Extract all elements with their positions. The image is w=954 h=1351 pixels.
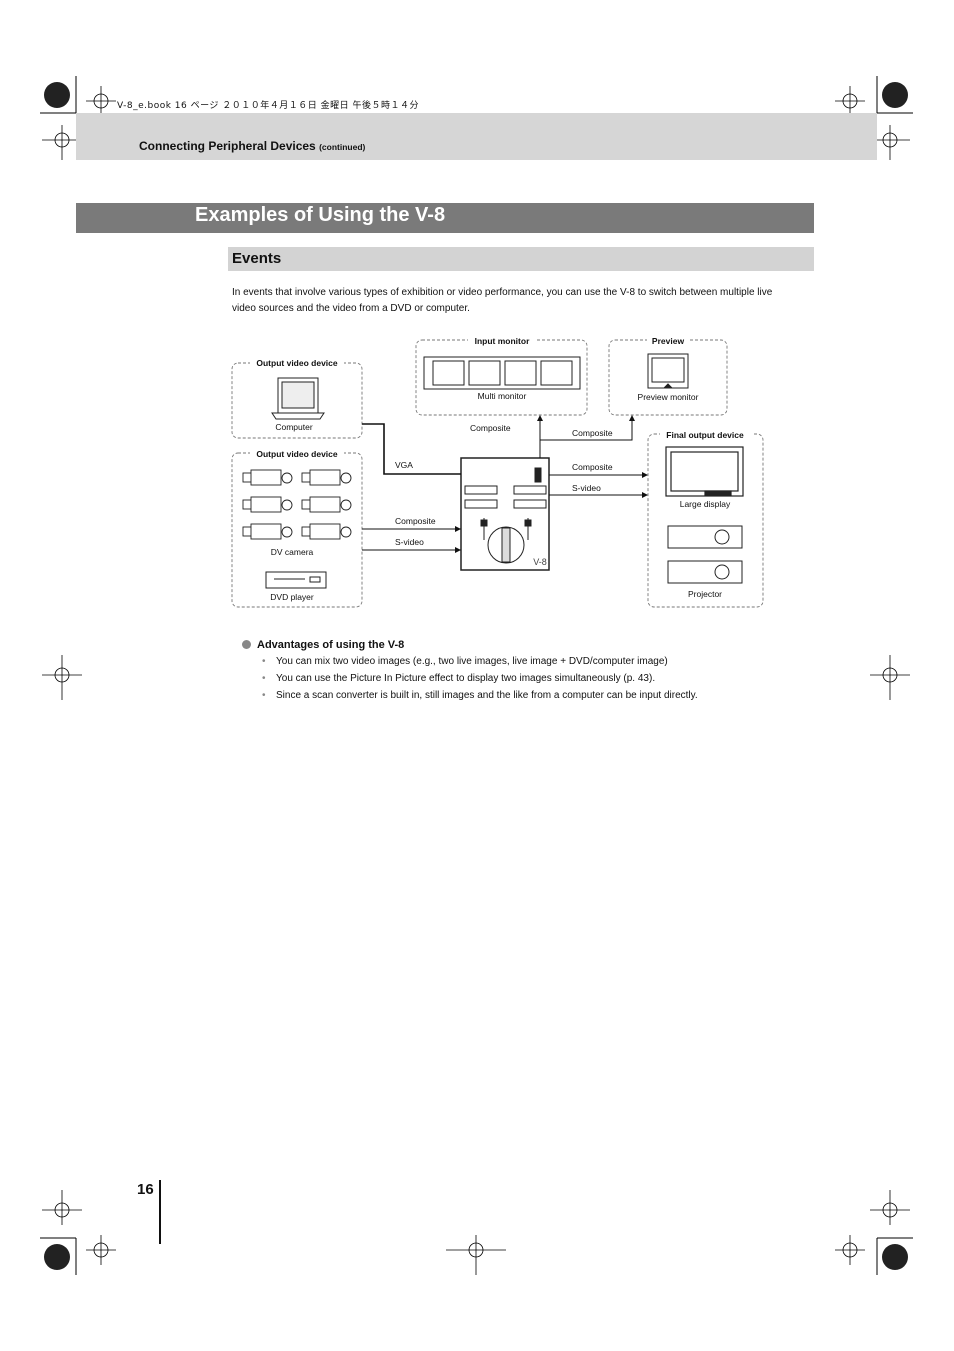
computer-label: Computer: [275, 422, 312, 432]
svideo-in-label: S-video: [395, 537, 424, 547]
connection-diagram: Output video device Output video device …: [231, 333, 764, 608]
dv-camera-icon: [242, 469, 352, 540]
advantages-heading: Advantages of using the V-8: [242, 639, 404, 651]
section-title: Events: [232, 250, 282, 267]
vga-label: VGA: [395, 460, 413, 470]
preview-monitor-label: Preview monitor: [638, 392, 699, 402]
running-header: Connecting Peripheral Devices (continued…: [139, 139, 365, 153]
large-display-icon: [665, 446, 744, 497]
composite-out-label: Composite: [572, 462, 613, 472]
svideo-out-label: S-video: [572, 483, 601, 493]
composite-monitor-label: Composite: [470, 423, 511, 433]
header-band: [76, 113, 877, 160]
advantages-title: Advantages of using the V-8: [257, 639, 405, 651]
dv-camera-label: DV camera: [271, 547, 314, 557]
preview-line: [540, 420, 633, 441]
label-output-device-2: Output video device: [256, 449, 338, 459]
projector-icon: [667, 525, 743, 584]
group-output-device-2: [231, 452, 363, 608]
label-input-monitor: Input monitor: [475, 336, 530, 346]
multi-monitor-icon: [423, 356, 581, 390]
label-output-device-1: Output video device: [256, 358, 338, 368]
page-title: Examples of Using the V-8: [195, 204, 446, 226]
projector-label: Projector: [688, 589, 722, 599]
dvd-player-label: DVD player: [270, 592, 314, 602]
label-preview: Preview: [652, 336, 685, 346]
preview-monitor-icon: [647, 353, 689, 389]
vga-line: [362, 423, 461, 475]
laptop-icon: [271, 377, 325, 420]
page-number-rule: [159, 1180, 161, 1244]
v8-mixer-icon: [460, 457, 550, 571]
header-title: Connecting Peripheral Devices: [139, 139, 316, 153]
bullet-circle-icon: [242, 640, 251, 649]
advantage-item: You can mix two video images (e.g., two …: [262, 656, 668, 667]
meta-line: V-8_e.book 16 ページ ２０１０年４月１６日 金曜日 午後５時１４分: [117, 101, 420, 111]
multi-monitor-label: Multi monitor: [478, 391, 527, 401]
title-bar: [76, 203, 814, 233]
dvd-player-icon: [265, 571, 327, 589]
composite-preview-label: Composite: [572, 428, 613, 438]
section-intro: In events that involve various types of …: [232, 287, 773, 314]
section-bar: [228, 247, 814, 271]
advantage-item: Since a scan converter is built in, stil…: [262, 690, 698, 701]
page-number: 16: [137, 1181, 154, 1198]
header-continued: (continued): [319, 142, 366, 152]
mixer-model-label: V-8: [533, 557, 547, 567]
group-input-monitor: [415, 339, 588, 416]
composite-in-label: Composite: [395, 516, 436, 526]
large-display-label: Large display: [680, 499, 731, 509]
label-final-output: Final output device: [666, 430, 744, 440]
advantage-item: You can use the Picture In Picture effec…: [262, 673, 655, 684]
